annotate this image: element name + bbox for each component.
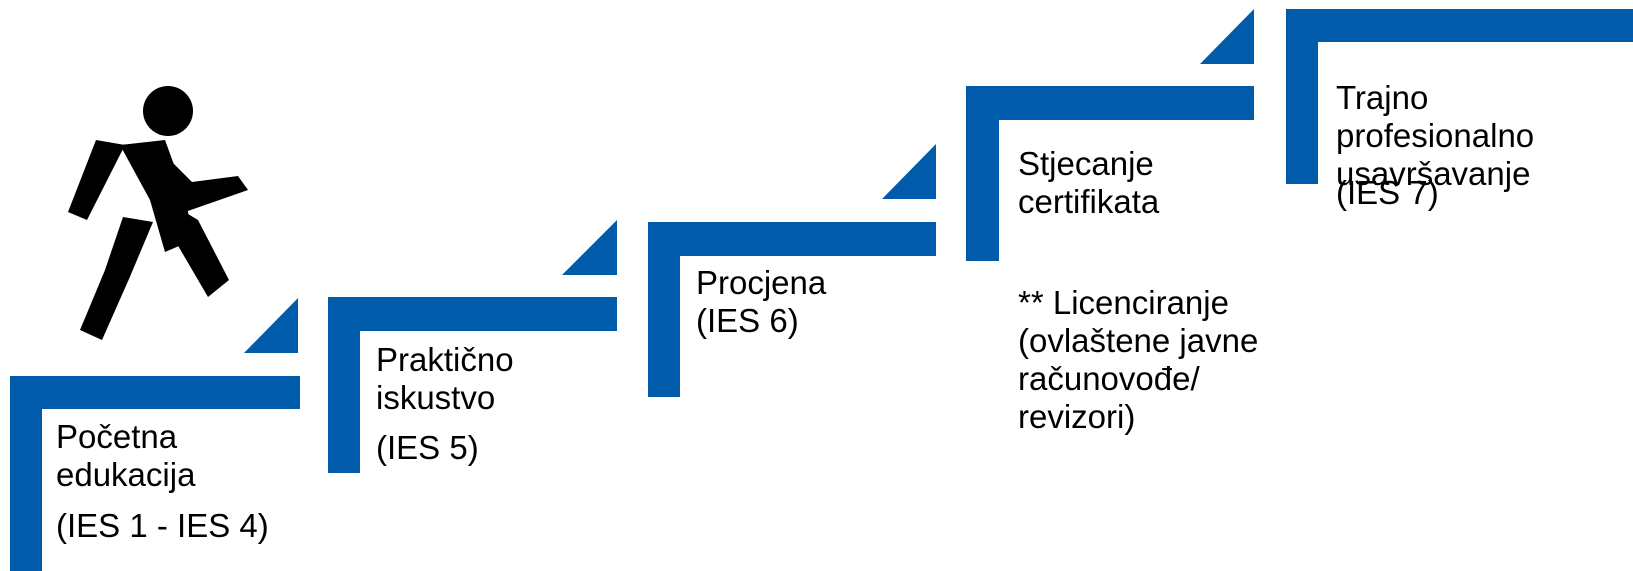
step-1-bracket [10,376,300,571]
walking-person-icon [68,86,248,340]
step-2-arrowhead [562,220,617,275]
step-2-ies: (IES 5) [376,429,479,466]
step-1-ies: (IES 1 - IES 4) [56,507,269,544]
step-4-title: Stjecanje certifikata [1018,145,1160,220]
licensing-note: ** Licenciranje (ovlaštene javne računov… [1018,284,1259,435]
step-5-bracket [1286,9,1633,184]
step-2-bracket [328,297,617,473]
person-head [143,86,193,136]
step-1-title: Početna edukacija [56,418,196,493]
person-back-arm [68,140,125,220]
step-5-title: Trajno profesionalno usavršavanje [1336,79,1535,192]
person-front-leg [170,208,229,297]
step-3-arrowhead [882,144,936,199]
step-1-arrowhead [244,298,298,353]
step-3-bracket [648,222,936,397]
person-front-arm [160,160,248,212]
step-4-arrowhead [1200,9,1254,64]
step-2-title: Praktično iskustvo [376,341,514,416]
step-4-bracket [966,86,1254,261]
step-3-title: Procjena (IES 6) [696,264,827,339]
person-back-leg [80,217,153,340]
step-5-ies: (IES 7) [1336,174,1439,211]
